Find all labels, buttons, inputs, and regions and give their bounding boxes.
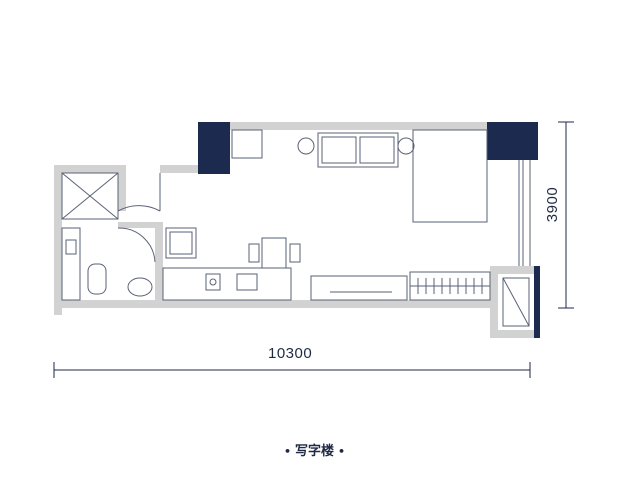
stove [205, 273, 221, 291]
width-dimension-label: 10300 [268, 345, 313, 362]
shower [61, 172, 119, 220]
caption-bullet-right: • [338, 445, 346, 458]
toilet [87, 263, 107, 295]
column-top-right [487, 122, 538, 160]
dimension-lines [53, 121, 574, 378]
kitchen-counter [162, 267, 292, 301]
column-top-left [198, 122, 230, 174]
height-dimension-label: 3900 [544, 186, 562, 223]
structural-columns [198, 122, 540, 338]
dining-table [261, 237, 287, 269]
caption-bullet-left: • [283, 445, 291, 458]
sofa [317, 132, 399, 168]
kitchen-sink [236, 273, 258, 291]
entry-door [117, 205, 161, 212]
column-balcony [534, 266, 540, 338]
bathroom-counter [61, 227, 81, 301]
interior-lines [61, 129, 531, 327]
exterior-walls [54, 122, 538, 338]
fridge [165, 227, 197, 259]
bathroom-door [117, 227, 156, 263]
tv-cabinet [310, 275, 408, 301]
bed [412, 129, 488, 223]
washbasin [127, 277, 153, 297]
wardrobe-hangers [417, 278, 483, 294]
desk [231, 129, 263, 159]
plan-caption: •写字楼• [0, 440, 629, 459]
balcony-unit [502, 277, 530, 327]
caption-text: 写字楼 [294, 444, 334, 459]
